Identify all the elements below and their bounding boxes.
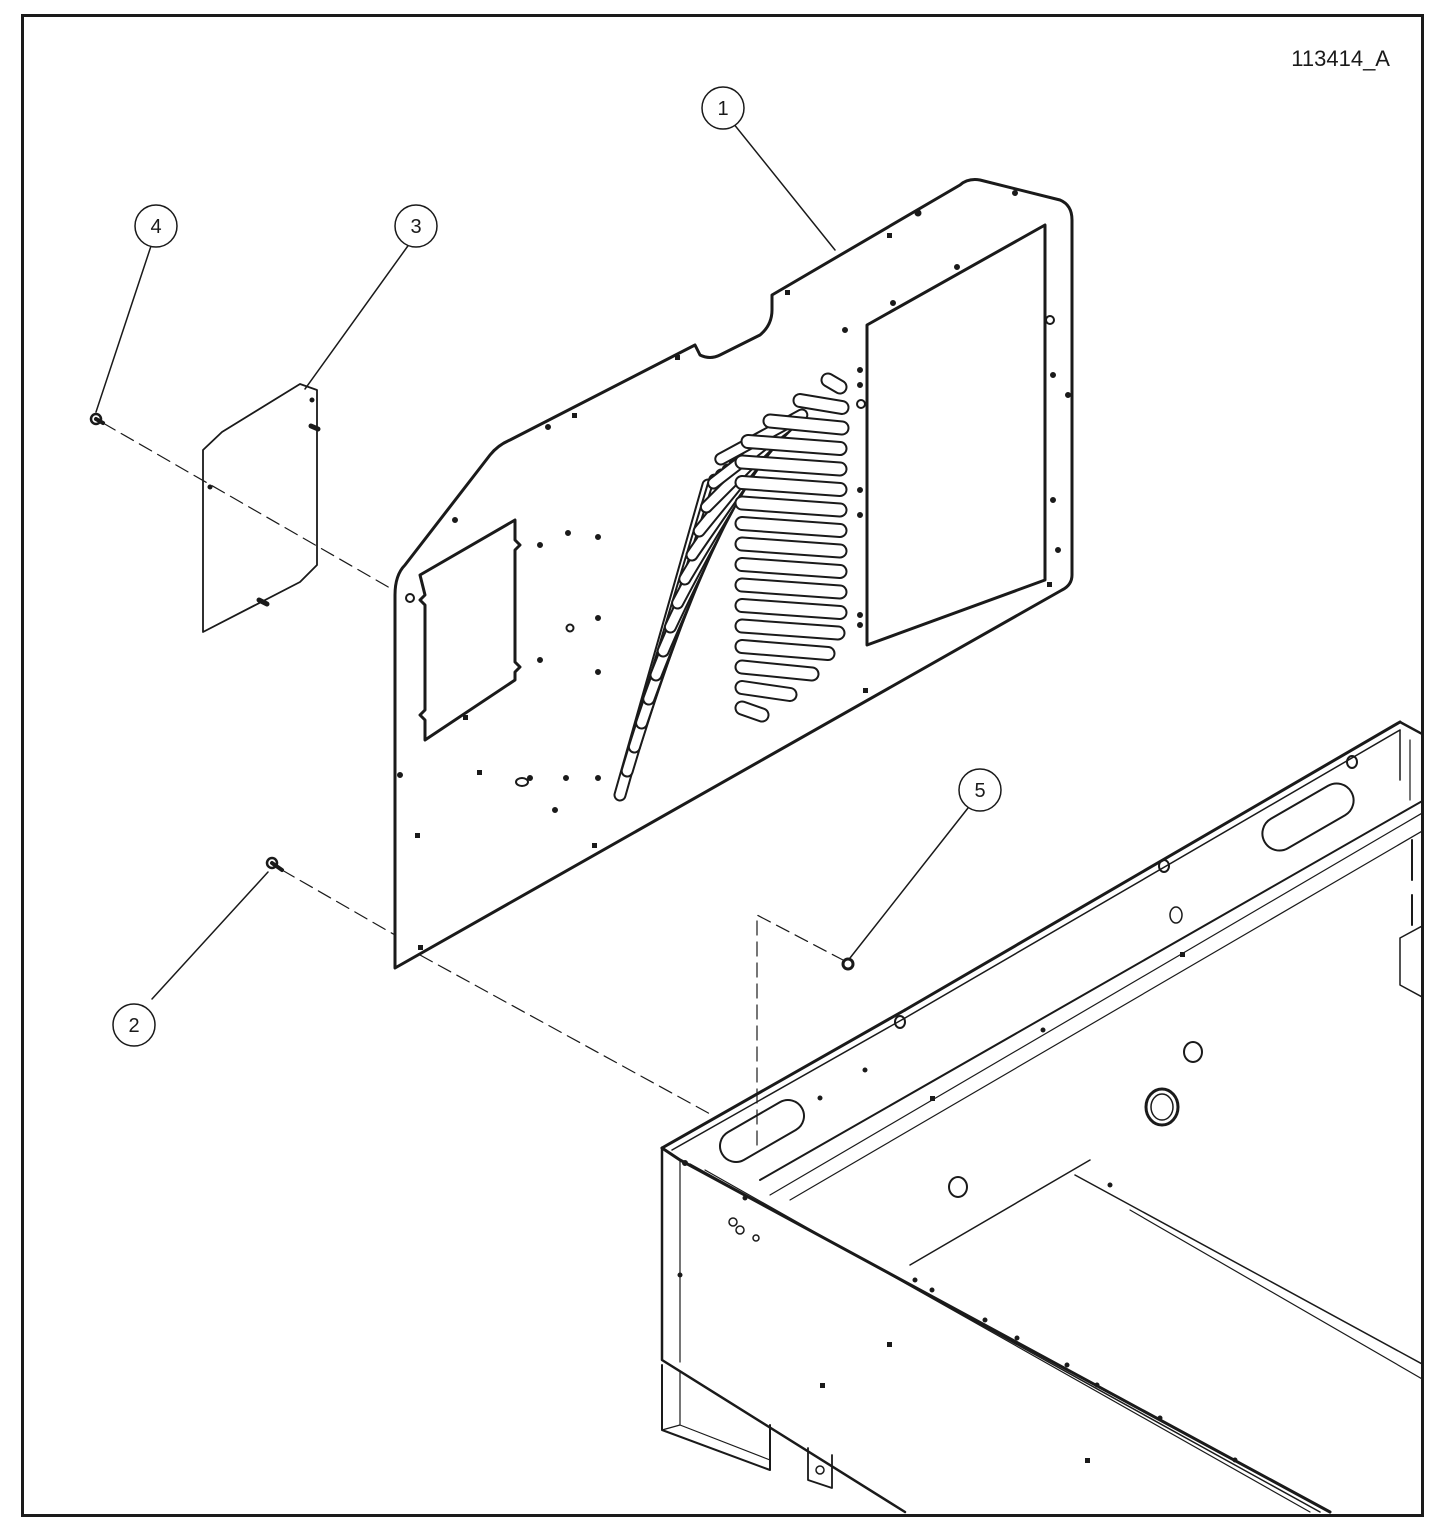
vent-slot-stacked-inner (736, 682, 796, 700)
vent-slot-stacked-inner (742, 436, 846, 454)
back-panel (393, 178, 1074, 970)
drawing-frame (21, 14, 1424, 1517)
nut-part-5 (841, 957, 855, 971)
vent-slot-stacked-inner (822, 374, 846, 393)
callout-4: 4 (134, 204, 178, 248)
vent-slot-stacked-inner (736, 620, 844, 639)
vent-slot-stacked-inner (736, 661, 818, 680)
vent-slot-stacked-inner (736, 579, 846, 598)
svg-text:4: 4 (150, 216, 161, 238)
vent-slot-stacked-inner (736, 600, 846, 618)
svg-text:5: 5 (974, 780, 985, 802)
callout-3: 3 (394, 204, 438, 248)
vent-slot-stacked-inner (736, 559, 846, 577)
vent-slot-stacked-inner (736, 497, 846, 516)
vent-slot-stacked-inner (736, 518, 846, 536)
leader-lines (95, 122, 969, 1000)
vent-slot-stacked-inner (736, 538, 846, 557)
svg-text:2: 2 (128, 1015, 139, 1037)
screw-part-4 (89, 412, 105, 426)
svg-text:1: 1 (717, 98, 728, 120)
screw-part-2 (265, 856, 284, 872)
vent-slot-stacked-inner (736, 456, 846, 475)
chassis-frame (660, 720, 1421, 1514)
vent-slot-stacked-inner (736, 702, 768, 721)
drawing-number: 113414_A (1291, 46, 1390, 71)
vent-slot-stacked-inner (794, 395, 848, 413)
svg-text:3: 3 (410, 216, 421, 238)
callout-5: 5 (958, 768, 1002, 812)
cover-plate (202, 383, 321, 633)
vent-slot-stacked-inner (736, 477, 846, 495)
assembly-lines (102, 422, 844, 1146)
callout-1: 1 (701, 86, 745, 130)
vent-slot-stacked-inner (736, 641, 834, 659)
vent-slot-stacked-inner (764, 415, 848, 434)
callout-2: 2 (112, 1003, 156, 1047)
